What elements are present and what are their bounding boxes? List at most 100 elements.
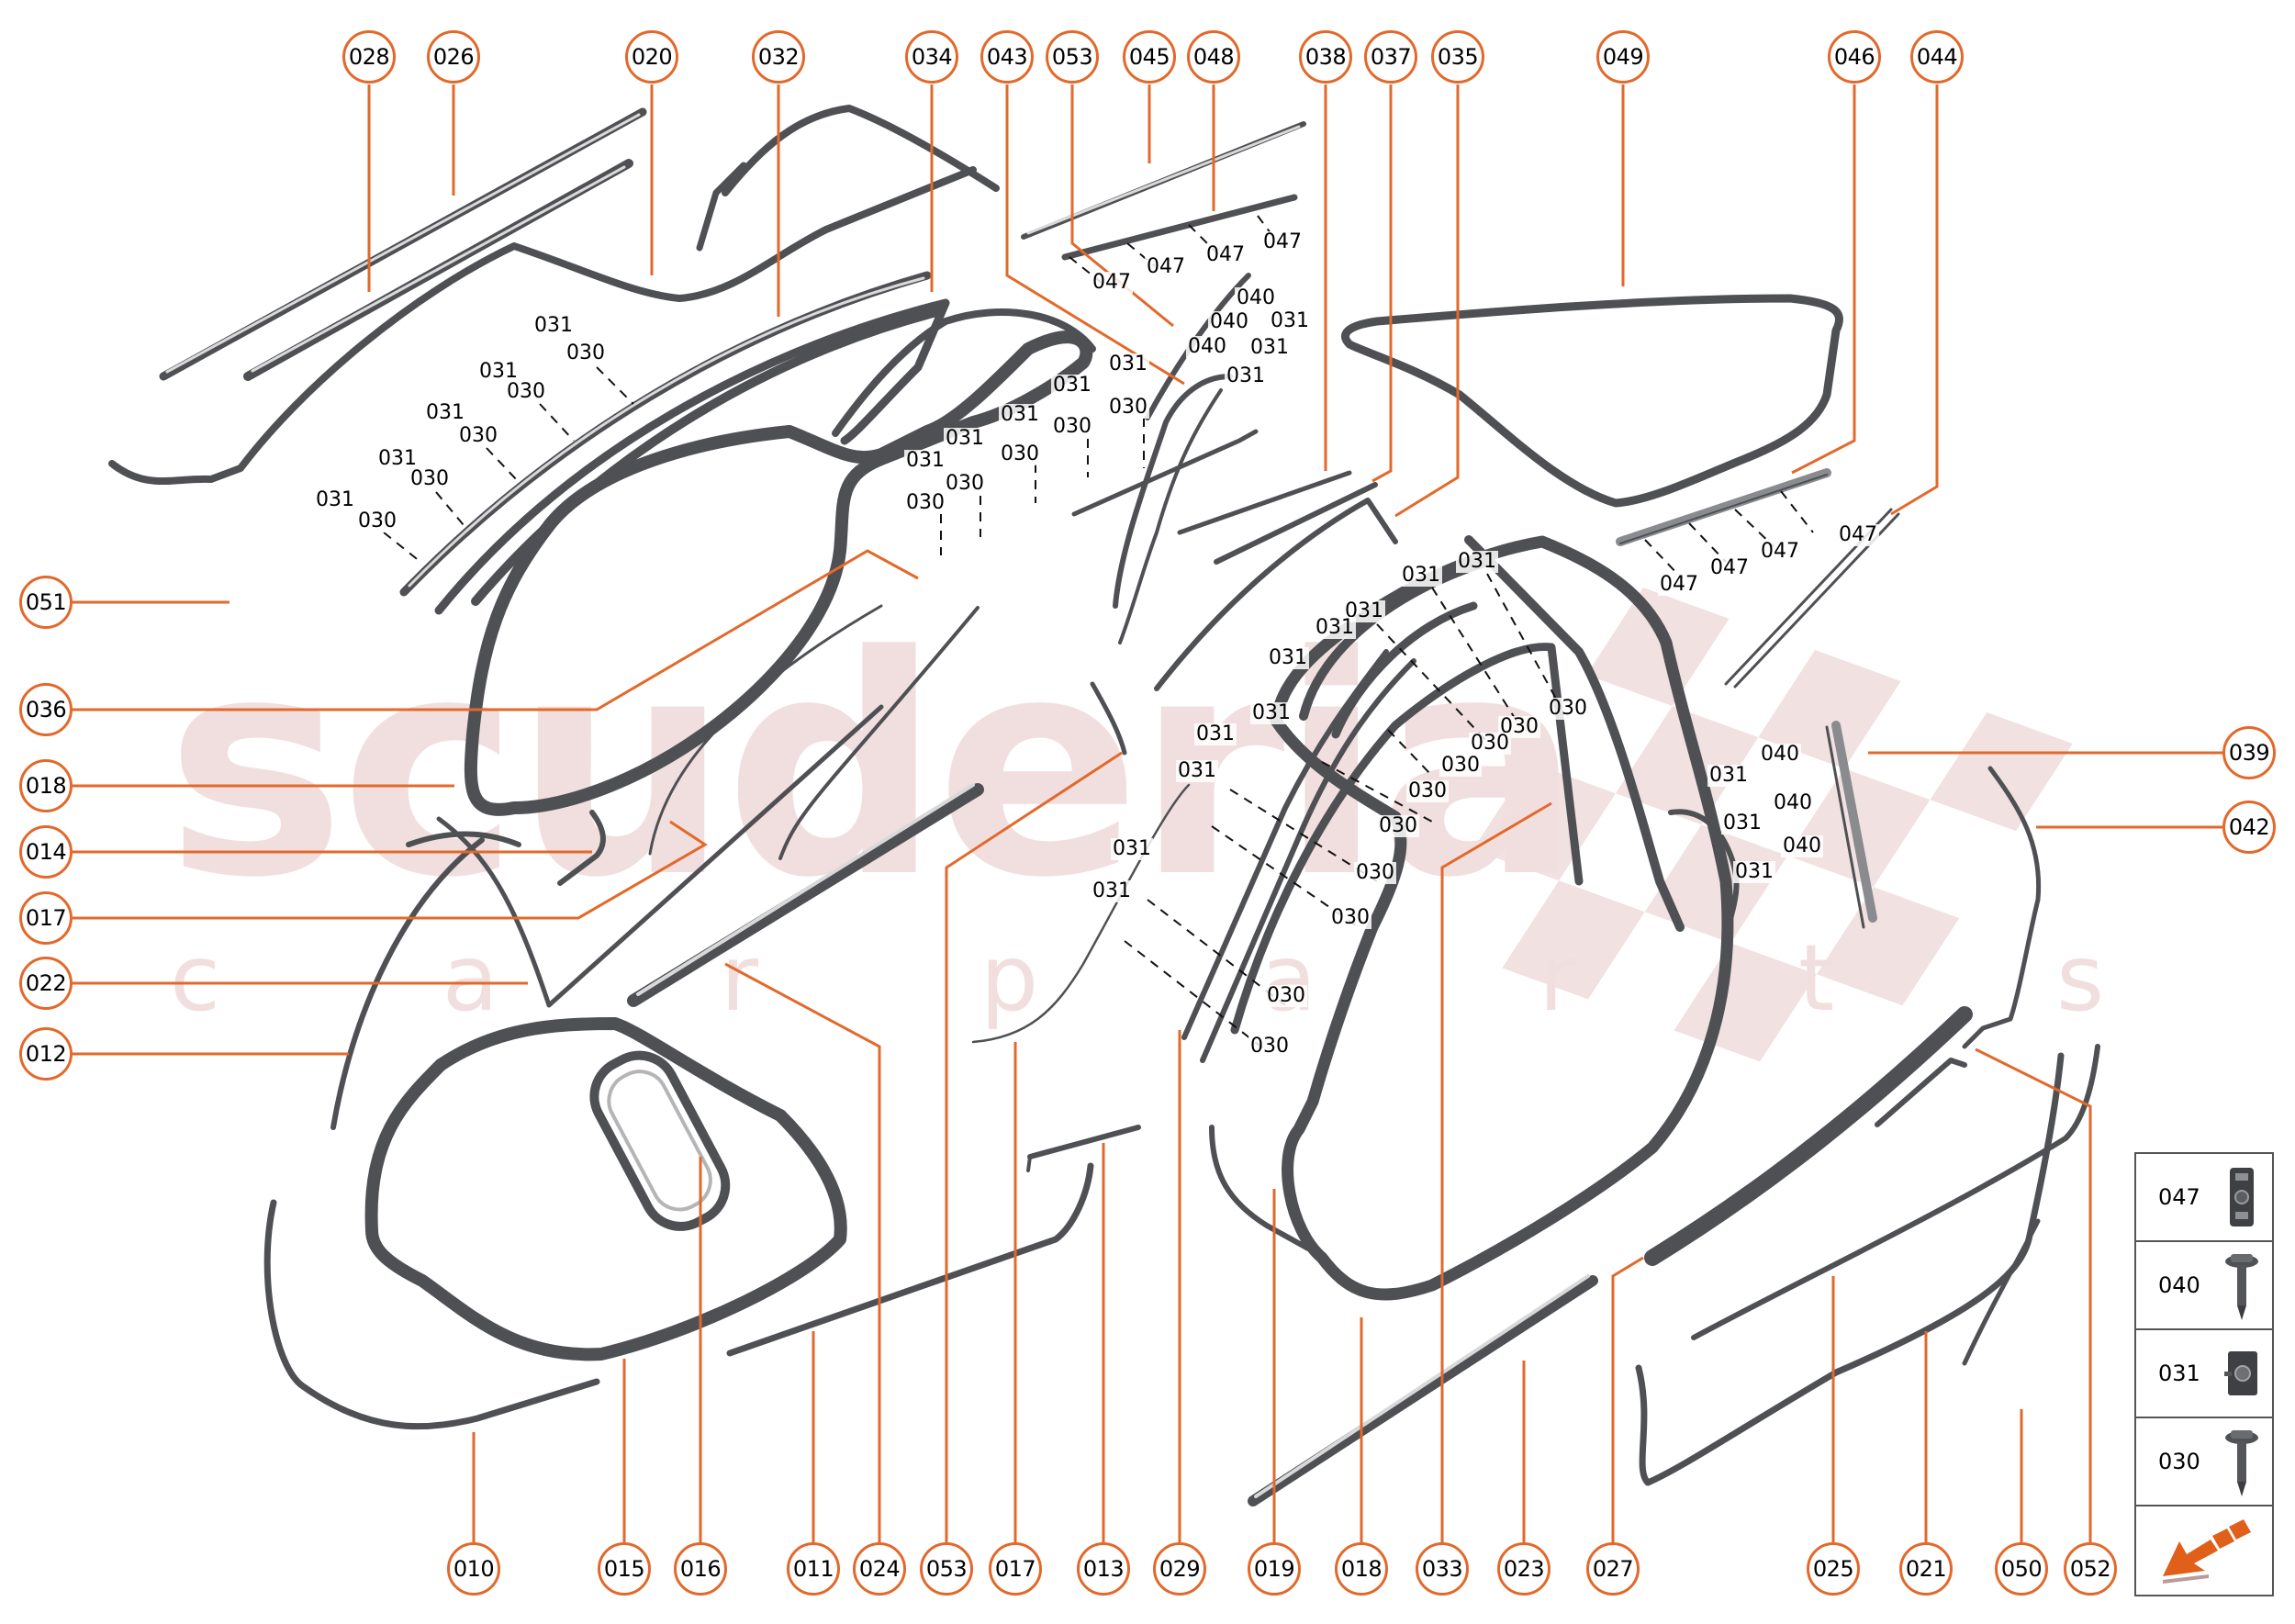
fastener-label-047: 047 <box>1759 540 1801 563</box>
next-page-button[interactable] <box>2136 1506 2272 1595</box>
fastener-label-030: 030 <box>1377 814 1419 837</box>
fastener-label-040: 040 <box>1186 335 1228 358</box>
callout-025[interactable]: 025 <box>1807 1542 1860 1596</box>
callout-033[interactable]: 033 <box>1416 1542 1469 1596</box>
callout-024[interactable]: 024 <box>853 1542 906 1596</box>
callout-032[interactable]: 032 <box>752 30 805 84</box>
callout-023[interactable]: 023 <box>1497 1542 1551 1596</box>
fastener-label-030: 030 <box>409 467 451 490</box>
fastener-label-047: 047 <box>1658 573 1700 596</box>
callout-042[interactable]: 042 <box>2222 801 2276 854</box>
fastener-label-030: 030 <box>1469 732 1511 755</box>
screw-icon <box>2225 1254 2258 1320</box>
callout-039[interactable]: 039 <box>2222 726 2276 779</box>
fastener-label-031: 031 <box>1269 309 1311 332</box>
fastener-label-030: 030 <box>1265 984 1307 1007</box>
fastener-label-047: 047 <box>1091 271 1133 294</box>
screw-icon <box>2225 1430 2258 1496</box>
fastener-label-040: 040 <box>1208 310 1250 333</box>
fastener-label-030: 030 <box>999 442 1041 465</box>
callout-035[interactable]: 035 <box>1431 30 1484 84</box>
callout-028[interactable]: 028 <box>342 30 396 84</box>
callout-045[interactable]: 045 <box>1123 30 1176 84</box>
fastener-label-031: 031 <box>314 488 356 511</box>
callout-014[interactable]: 014 <box>19 825 73 879</box>
callout-016[interactable]: 016 <box>674 1542 727 1596</box>
fastener-label-047: 047 <box>1837 523 1879 546</box>
fastener-label-031: 031 <box>376 447 419 470</box>
fastener-label-030: 030 <box>1547 697 1589 720</box>
callout-026[interactable]: 026 <box>427 30 480 84</box>
callout-034[interactable]: 034 <box>905 30 958 84</box>
callout-021[interactable]: 021 <box>1899 1542 1953 1596</box>
fastener-legend: 047 040 031 <box>2134 1152 2274 1596</box>
legend-item-031[interactable]: 031 <box>2136 1330 2272 1418</box>
fastener-label-031: 031 <box>1107 353 1149 375</box>
legend-label: 040 <box>2158 1272 2200 1298</box>
fastener-label-040: 040 <box>1772 791 1814 814</box>
legend-item-030[interactable]: 030 <box>2136 1418 2272 1506</box>
callout-022[interactable]: 022 <box>19 957 73 1010</box>
callout-027[interactable]: 027 <box>1586 1542 1640 1596</box>
fastener-label-047: 047 <box>1204 243 1247 266</box>
fastener-label-031: 031 <box>1051 374 1093 397</box>
callout-044[interactable]: 044 <box>1910 30 1964 84</box>
fastener-label-030: 030 <box>1439 754 1482 777</box>
fastener-label-030: 030 <box>356 510 398 532</box>
fastener-label-030: 030 <box>1107 396 1149 419</box>
fastener-label-030: 030 <box>505 380 547 403</box>
next-page-arrow-icon <box>2163 1519 2251 1584</box>
callout-011[interactable]: 011 <box>787 1542 840 1596</box>
callout-052[interactable]: 052 <box>2064 1542 2117 1596</box>
fastener-label-030: 030 <box>1406 779 1449 802</box>
fastener-label-040: 040 <box>1235 286 1277 309</box>
legend-item-040[interactable]: 040 <box>2136 1242 2272 1330</box>
watermark-carparts: c a r p a r t s <box>170 924 2200 1032</box>
fastener-label-031: 031 <box>1091 879 1133 902</box>
callout-012[interactable]: 012 <box>19 1027 73 1081</box>
legend-label: 031 <box>2158 1361 2200 1386</box>
callout-029[interactable]: 029 <box>1153 1542 1206 1596</box>
callout-043[interactable]: 043 <box>980 30 1034 84</box>
fastener-label-031: 031 <box>1194 722 1237 745</box>
callout-019[interactable]: 019 <box>1248 1542 1301 1596</box>
callout-046[interactable]: 046 <box>1828 30 1881 84</box>
fastener-label-047: 047 <box>1708 556 1751 579</box>
fastener-label-031: 031 <box>904 449 946 472</box>
fastener-label-031: 031 <box>532 314 575 337</box>
callout-037[interactable]: 037 <box>1364 30 1417 84</box>
callout-017[interactable]: 017 <box>19 891 73 945</box>
callout-036[interactable]: 036 <box>19 683 73 736</box>
fastener-label-031: 031 <box>477 360 520 383</box>
fastener-label-031: 031 <box>1707 764 1750 787</box>
callout-018[interactable]: 018 <box>19 759 73 812</box>
fastener-label-031: 031 <box>999 403 1041 426</box>
callout-053[interactable]: 053 <box>920 1542 973 1596</box>
callout-013[interactable]: 013 <box>1077 1542 1130 1596</box>
fastener-label-031: 031 <box>1721 812 1763 834</box>
callout-010[interactable]: 010 <box>447 1542 500 1596</box>
callout-015[interactable]: 015 <box>598 1542 651 1596</box>
fastener-label-030: 030 <box>1051 415 1093 438</box>
callout-017[interactable]: 017 <box>989 1542 1042 1596</box>
callout-050[interactable]: 050 <box>1995 1542 2048 1596</box>
fastener-label-031: 031 <box>1225 364 1267 387</box>
callout-020[interactable]: 020 <box>625 30 678 84</box>
legend-item-047[interactable]: 047 <box>2136 1154 2272 1242</box>
callout-049[interactable]: 049 <box>1596 30 1650 84</box>
parts <box>108 105 2100 1506</box>
callout-018[interactable]: 018 <box>1335 1542 1388 1596</box>
callout-038[interactable]: 038 <box>1299 30 1352 84</box>
callout-048[interactable]: 048 <box>1187 30 1240 84</box>
fastener-label-031: 031 <box>1456 550 1498 573</box>
fastener-label-040: 040 <box>1781 834 1823 857</box>
callout-051[interactable]: 051 <box>19 576 73 629</box>
fastener-label-031: 031 <box>1111 837 1153 860</box>
callout-053[interactable]: 053 <box>1046 30 1099 84</box>
legend-label: 047 <box>2158 1184 2200 1210</box>
fastener-label-030: 030 <box>457 424 499 447</box>
fastener-label-031: 031 <box>1314 616 1356 639</box>
fastener-label-031: 031 <box>1176 759 1218 782</box>
fastener-label-047: 047 <box>1145 255 1187 278</box>
